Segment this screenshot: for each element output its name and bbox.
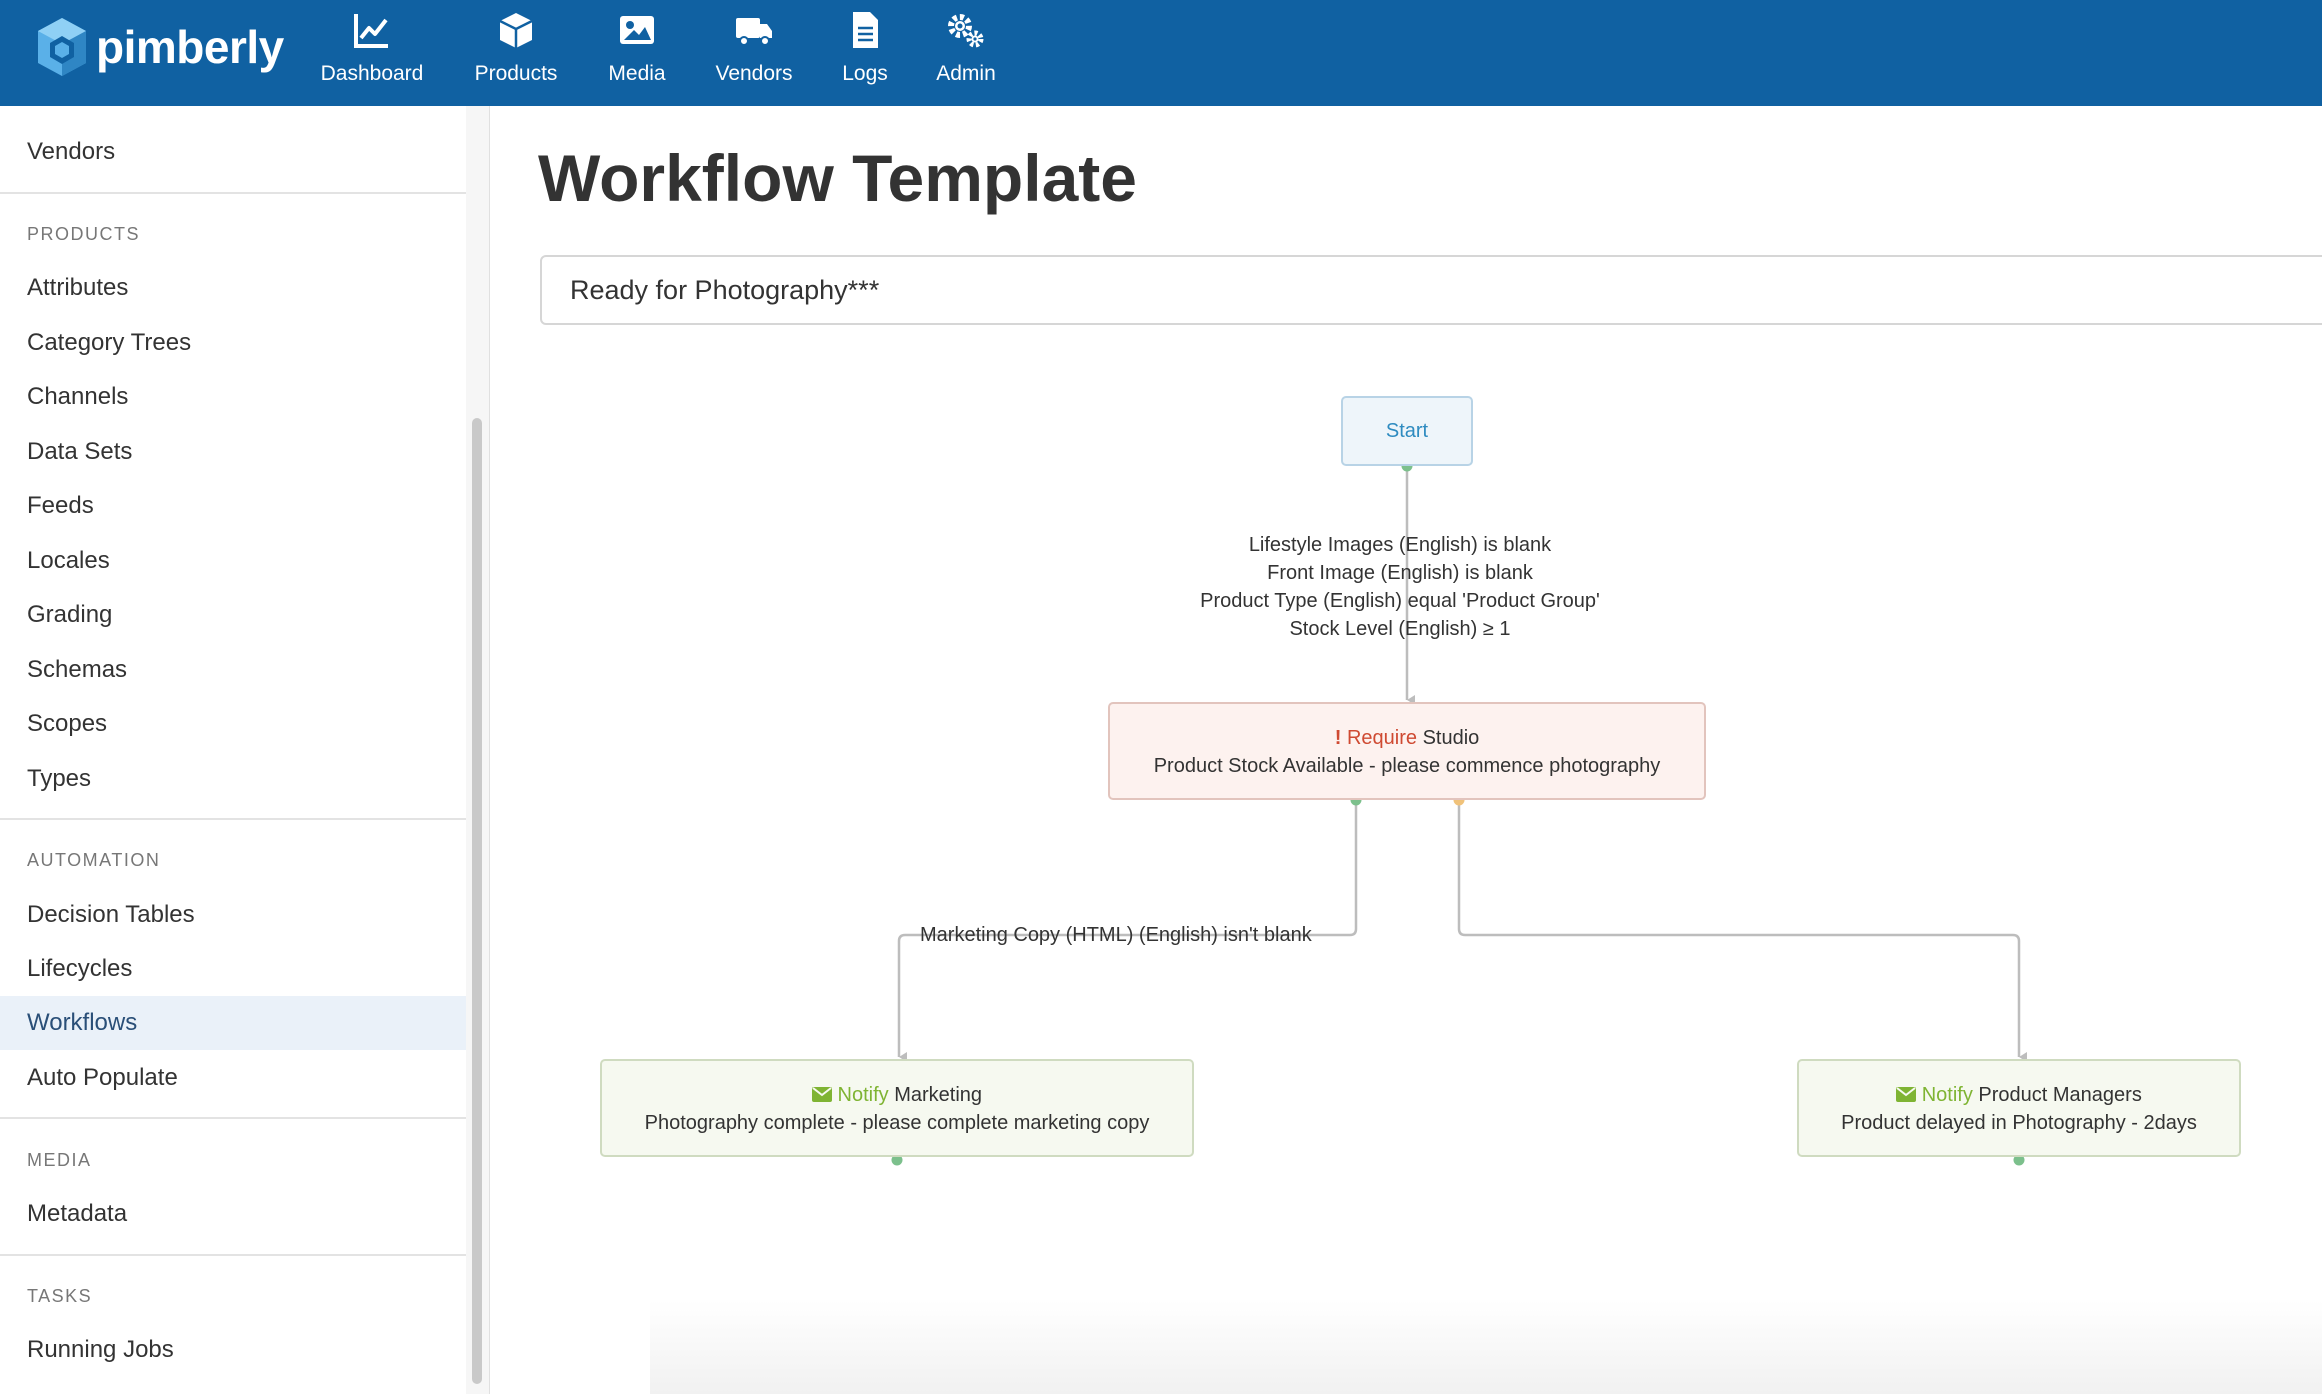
sidebar-section-tasks: TASKS <box>27 1286 93 1306</box>
envelope-icon <box>1896 1087 1917 1102</box>
sidebar-item-locales[interactable]: Locales <box>27 547 110 574</box>
workflow-start-node[interactable]: Start <box>1341 396 1473 466</box>
gears-icon <box>948 14 984 48</box>
condition-line: Product Type (English) equal 'Product Gr… <box>1200 590 1600 612</box>
start-conditions: Lifestyle Images (English) is blank Fron… <box>1150 531 1650 643</box>
condition-line: Stock Level (English) ≥ 1 <box>1289 618 1511 640</box>
sidebar-item-lifecycles[interactable]: Lifecycles <box>27 955 133 982</box>
sidebar-section-media: MEDIA <box>27 1150 92 1170</box>
sidebar-item-scopes[interactable]: Scopes <box>27 710 108 737</box>
notify-target: Product Managers <box>1978 1084 2142 1106</box>
nav-logs[interactable]: Logs <box>840 8 890 96</box>
sidebar-item-auto-populate[interactable]: Auto Populate <box>27 1064 178 1091</box>
template-name-input[interactable] <box>540 255 2322 325</box>
nav-media-label: Media <box>608 62 666 85</box>
top-navigation-bar: pimberly Dashboard Products Media V <box>0 0 2322 106</box>
nav-dashboard[interactable]: Dashboard <box>318 8 426 96</box>
sidebar-active-highlight <box>0 996 466 1050</box>
notify-target: Marketing <box>894 1084 983 1106</box>
exclamation-icon: ! <box>1334 727 1342 749</box>
cube-icon <box>499 13 533 48</box>
truck-icon <box>736 18 772 46</box>
envelope-icon <box>811 1087 832 1102</box>
pimberly-logo[interactable]: pimberly <box>34 14 284 80</box>
page-title: Workflow Template <box>538 141 1137 215</box>
notify-message: Photography complete - please complete m… <box>644 1112 1150 1134</box>
sidebar-section-automation: AUTOMATION <box>27 850 161 870</box>
require-node-header: ! Require Studio <box>1110 724 1704 752</box>
require-message: Product Stock Available - please commenc… <box>1153 755 1661 777</box>
canvas-bottom-shadow <box>650 1300 2322 1394</box>
condition-line: Front Image (English) is blank <box>1267 562 1533 584</box>
sidebar-item-vendors[interactable]: Vendors <box>27 138 116 165</box>
nav-logs-label: Logs <box>842 62 888 85</box>
sidebar-divider <box>0 818 466 820</box>
notify-pm-header: Notify Product Managers <box>1799 1081 2239 1109</box>
sidebar-divider <box>0 192 466 194</box>
sidebar-section-products: PRODUCTS <box>27 224 141 244</box>
notify-keyword: Notify <box>1921 1084 1973 1106</box>
nav-media[interactable]: Media <box>604 8 670 96</box>
sidebar-scrollbar-thumb[interactable] <box>472 418 482 1384</box>
nav-vendors[interactable]: Vendors <box>712 8 796 96</box>
pimberly-logo-icon <box>38 18 86 76</box>
sidebar-item-category-trees[interactable]: Category Trees <box>27 329 192 356</box>
workflow-notify-pm-node[interactable]: Notify Product Managers Product delayed … <box>1797 1059 2241 1157</box>
document-icon <box>853 12 878 48</box>
sidebar-item-feeds[interactable]: Feeds <box>27 492 94 519</box>
brand-name: pimberly <box>96 21 284 73</box>
nav-admin[interactable]: Admin <box>934 8 998 96</box>
sidebar-item-data-sets[interactable]: Data Sets <box>27 438 133 465</box>
edge-require-to-pm <box>1457 800 2027 1062</box>
nav-vendors-label: Vendors <box>715 62 793 85</box>
workflow-notify-marketing-node[interactable]: Notify Marketing Photography complete - … <box>600 1059 1194 1157</box>
sidebar-item-schemas[interactable]: Schemas <box>27 656 128 683</box>
sidebar-item-grading[interactable]: Grading <box>27 601 113 628</box>
sidebar-item-attributes[interactable]: Attributes <box>27 274 129 301</box>
sidebar-item-metadata[interactable]: Metadata <box>27 1200 128 1227</box>
workflow-require-node[interactable]: ! Require Studio Product Stock Available… <box>1108 702 1706 800</box>
require-target: Studio <box>1422 727 1480 749</box>
sidebar-divider <box>0 1117 466 1119</box>
nav-products-label: Products <box>474 62 558 85</box>
image-icon <box>620 16 654 44</box>
chart-icon <box>354 14 388 48</box>
nav-admin-label: Admin <box>936 62 996 85</box>
sidebar-item-channels[interactable]: Channels <box>27 383 129 410</box>
condition-line: Lifestyle Images (English) is blank <box>1248 534 1552 556</box>
nav-products[interactable]: Products <box>470 8 562 96</box>
branch-condition: Marketing Copy (HTML) (English) isn't bl… <box>920 924 1312 946</box>
sidebar-item-decision-tables[interactable]: Decision Tables <box>27 901 195 928</box>
sidebar-item-running-jobs[interactable]: Running Jobs <box>27 1336 174 1363</box>
sidebar-item-workflows[interactable]: Workflows <box>27 1009 138 1036</box>
sidebar-item-types[interactable]: Types <box>27 765 92 792</box>
notify-message: Product delayed in Photography - 2days <box>1841 1112 2197 1134</box>
require-keyword: Require <box>1346 727 1417 749</box>
sidebar: Vendors PRODUCTS Attributes Category Tre… <box>0 106 466 1394</box>
notify-keyword: Notify <box>837 1084 889 1106</box>
notify-marketing-header: Notify Marketing <box>602 1081 1192 1109</box>
nav-dashboard-label: Dashboard <box>320 62 424 85</box>
sidebar-divider <box>0 1254 466 1256</box>
